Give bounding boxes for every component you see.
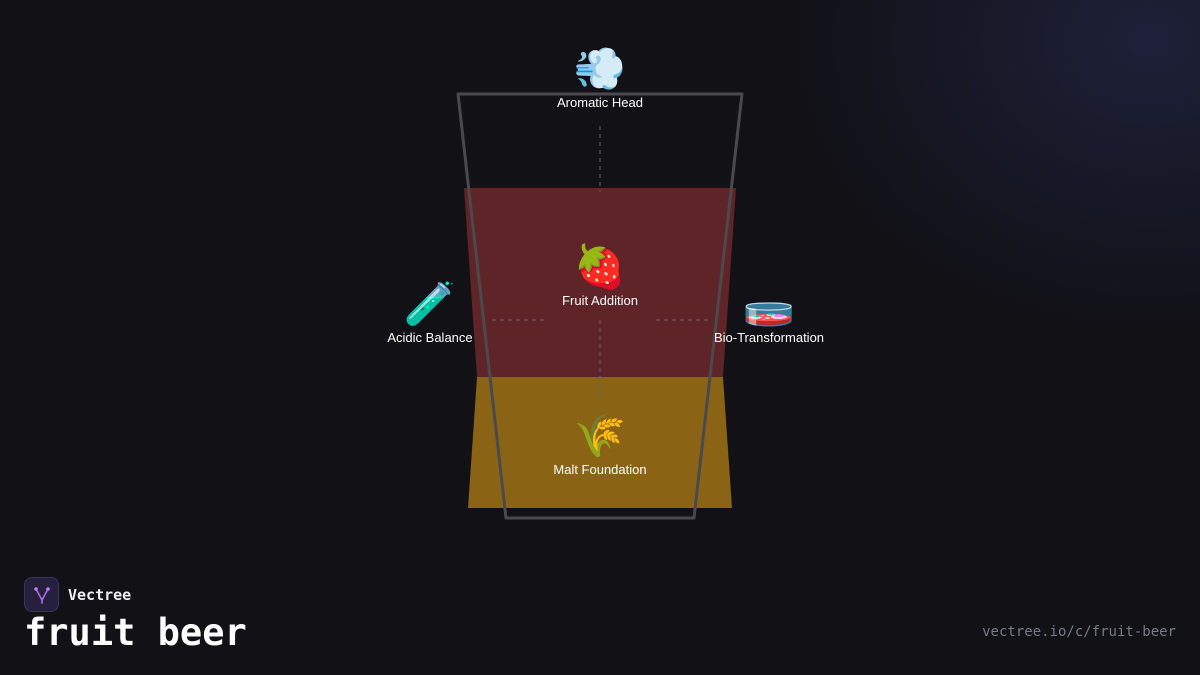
page-title: fruit beer <box>24 611 247 654</box>
page-url[interactable]: vectree.io/c/fruit-beer <box>982 624 1176 640</box>
connector-lines <box>492 126 708 400</box>
fruit-addition-layer <box>464 188 736 377</box>
petri-dish-icon: 🧫 <box>742 279 796 328</box>
malt-foundation-node: 🌾 Malt Foundation <box>553 412 646 478</box>
aromatic-head-node: 💨 Aromatic Head <box>557 45 643 111</box>
vectree-logo-mark <box>33 586 50 604</box>
acidic-balance-label: Acidic Balance <box>387 330 473 345</box>
fruit-addition-label: Fruit Addition <box>562 293 638 308</box>
glass-outline <box>456 92 744 520</box>
brand-name: Vectree <box>68 585 132 604</box>
test-tube-icon: 🧪 <box>403 279 457 328</box>
strawberry-icon: 🍓 <box>573 242 627 291</box>
aromatic-head-label: Aromatic Head <box>557 95 643 110</box>
bio-transformation-label: Bio-Transformation <box>713 330 825 345</box>
bio-transformation-node: 🧫 Bio-Transformation <box>714 280 824 346</box>
malt-foundation-layer <box>468 377 732 508</box>
acidic-balance-node: 🧪 Acidic Balance <box>387 280 472 346</box>
brand: Vectree <box>24 577 131 612</box>
malt-foundation-label: Malt Foundation <box>553 462 647 477</box>
sheaf-of-rice-icon: 🌾 <box>573 411 627 460</box>
vectree-logo-icon[interactable] <box>24 577 59 612</box>
fruit-addition-node: 🍓 Fruit Addition <box>562 243 638 309</box>
dash-symbol-icon: 💨 <box>573 44 627 93</box>
